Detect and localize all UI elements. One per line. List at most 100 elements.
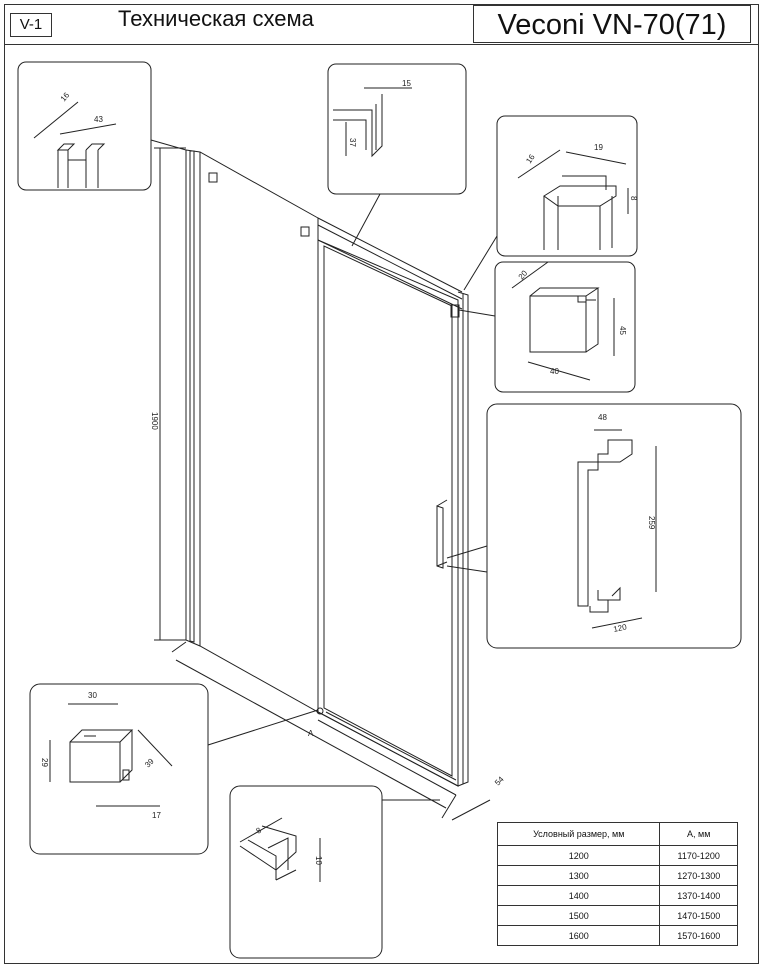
leader-line [207,709,319,746]
dim-16 [33,101,79,139]
size-table: Условный размер, мм А, мм 1200 1170-1200… [496,822,738,946]
page-title: Техническая схема [118,6,314,31]
detail-box [496,115,638,257]
header-divider [4,44,759,45]
dim-16b-label: 16 [524,152,537,165]
bottom-hinge [316,707,324,715]
detail-hinge-profile [463,115,638,291]
detail-top-rail [327,63,467,247]
leader-line-bottom [446,565,488,573]
dim-29-label: 29 [40,758,49,767]
rail-shape [333,94,383,158]
table-header-a: А, мм [659,822,738,846]
dim-43-label: 43 [94,115,103,124]
dim-48-label: 48 [598,413,607,422]
width-label: A [308,729,314,738]
bracket-shape [69,729,134,783]
dim-40-label: 40 [550,367,559,376]
dim-8b-label: 8 [255,825,264,835]
table-cell: 1370-1400 [659,885,738,906]
detail-bottom-profile [229,785,440,959]
door-assembly [185,149,469,796]
detail-bracket [29,683,319,855]
dim-120 [591,617,643,629]
table-row: 1500 1470-1500 [496,905,738,926]
dim-20 [511,261,549,289]
table-cell: 1500 [496,905,661,926]
table-header-size: Условный размер, мм [496,822,661,846]
top-rail [317,217,463,310]
hinge-block [450,304,460,318]
dim-120-label: 120 [613,622,628,634]
dim-16b [517,149,561,179]
dim-39-label: 39 [143,756,156,769]
detail-handle [446,403,742,649]
table-cell: 1300 [496,865,661,886]
bottom-profile [317,711,459,796]
detail-box [327,63,467,195]
width-ext-right [441,794,457,819]
dim-43 [59,123,117,135]
leader-line-top [446,545,488,559]
table-row: 1300 1270-1300 [496,865,738,886]
width-dim-line [175,659,447,809]
fixed-clamp-mid [300,226,310,237]
table-header-row: Условный размер, мм А, мм [496,822,738,846]
table-cell: 1600 [496,925,661,946]
dim-37-label: 37 [348,138,357,147]
table-cell: 1200 [496,845,661,866]
dim-19 [565,151,627,165]
bottom-profile-shape [239,825,297,881]
handle-bar [577,439,633,607]
detail-box [229,785,383,959]
dim-17-label: 17 [152,811,161,820]
dim-10-label: 10 [314,856,323,865]
fixed-glass-panel [185,149,319,713]
height-label: 1900 [150,412,159,430]
table-cell: 1170-1200 [659,845,738,866]
table-cell: 1270-1300 [659,865,738,886]
table-row: 1600 1570-1600 [496,925,738,946]
block-slot [577,295,587,303]
depth-label: 54 [493,774,506,787]
profile-shape [56,143,106,188]
table-cell: 1470-1500 [659,905,738,926]
sheet-code: V-1 [10,13,52,37]
dim-8b [239,817,283,843]
detail-box [29,683,209,855]
main-dimensions [154,147,491,821]
depth-dim-line [451,799,491,821]
swing-door-glass [323,245,453,777]
block-shape [529,287,600,353]
dim-20-label: 20 [517,268,530,281]
detail-top-profile [17,61,187,191]
table-cell: 1570-1600 [659,925,738,946]
table-cell: 1400 [496,885,661,906]
dim-259-label: 259 [647,516,656,530]
dim-45-label: 45 [618,326,627,335]
leader-line [351,193,381,247]
dim-40 [527,361,591,381]
leader-line [458,309,496,317]
fixed-clamp-top [208,172,218,183]
leader-line [150,139,187,151]
handle-base [589,586,621,613]
detail-box [494,261,636,393]
wall-profile [189,150,195,643]
dim-39 [137,729,173,767]
dim-19-label: 19 [594,143,603,152]
table-row: 1200 1170-1200 [496,845,738,866]
detail-box [486,403,742,649]
width-ext-left [171,641,187,653]
hinge-shape [543,175,617,250]
bracket-clip [122,769,130,781]
handle-mounts [436,499,448,567]
dim-30-label: 30 [88,691,97,700]
dim-8-label: 8 [629,196,638,201]
dim-15-label: 15 [402,79,411,88]
model-name: Veconi VN-70(71) [473,5,751,43]
dim-16a-label: 16 [59,90,72,103]
detail-block [458,261,636,393]
leader-line [463,235,498,291]
